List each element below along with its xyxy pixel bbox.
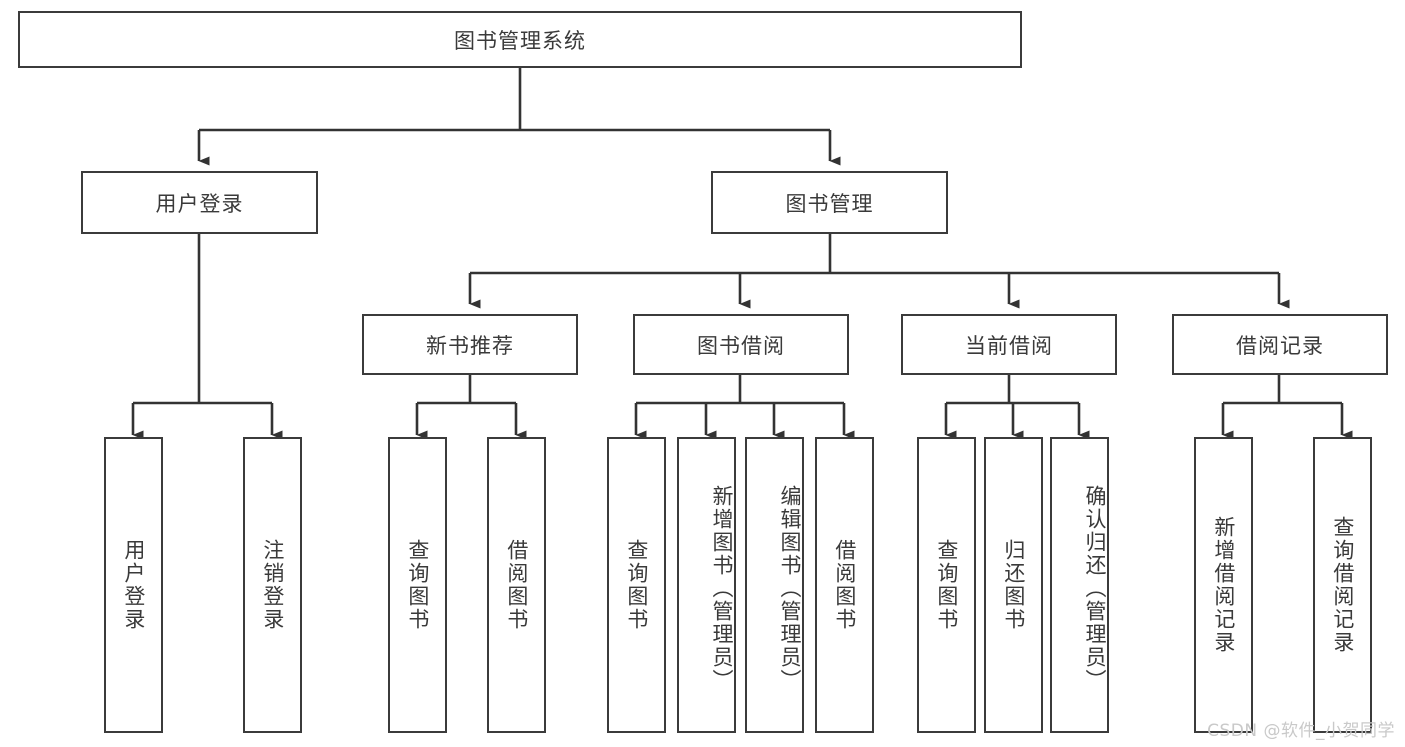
node-current-borrow[interactable]: 当前借阅 bbox=[901, 314, 1117, 375]
leaf-record-query-record[interactable]: 查询借阅记录 bbox=[1313, 437, 1372, 733]
node-label: 新增借阅记录 bbox=[1211, 516, 1236, 654]
node-book-borrow[interactable]: 图书借阅 bbox=[633, 314, 849, 375]
node-label: 查询图书 bbox=[934, 539, 959, 631]
node-label: 查询借阅记录 bbox=[1330, 516, 1355, 654]
leaf-user-login-logout[interactable]: 注销登录 bbox=[243, 437, 302, 733]
node-label: 查询图书 bbox=[405, 539, 430, 631]
leaf-borrow-query-book[interactable]: 查询图书 bbox=[607, 437, 666, 733]
leaf-borrow-add-book-admin[interactable]: 新增图书（管理员） bbox=[677, 437, 736, 733]
node-label: 借阅图书 bbox=[504, 539, 529, 631]
node-label: 确认归还（管理员） bbox=[1083, 484, 1107, 692]
node-label: 编辑图书（管理员） bbox=[778, 484, 802, 692]
node-book-management[interactable]: 图书管理 bbox=[711, 171, 948, 234]
node-label: 新增图书（管理员） bbox=[710, 484, 734, 692]
node-label: 图书管理系统 bbox=[454, 28, 586, 53]
leaf-borrow-borrow-book[interactable]: 借阅图书 bbox=[815, 437, 874, 733]
leaf-recommend-query-book[interactable]: 查询图书 bbox=[388, 437, 447, 733]
leaf-user-login-login[interactable]: 用户登录 bbox=[104, 437, 163, 733]
node-label: 借阅图书 bbox=[832, 539, 857, 631]
leaf-current-return-book[interactable]: 归还图书 bbox=[984, 437, 1043, 733]
leaf-current-query-book[interactable]: 查询图书 bbox=[917, 437, 976, 733]
node-new-book-recommend[interactable]: 新书推荐 bbox=[362, 314, 578, 375]
node-label: 图书借阅 bbox=[697, 333, 785, 358]
node-label: 用户登录 bbox=[121, 539, 146, 631]
node-label: 当前借阅 bbox=[965, 333, 1053, 358]
node-user-login[interactable]: 用户登录 bbox=[81, 171, 318, 234]
node-label: 注销登录 bbox=[260, 539, 285, 631]
leaf-current-confirm-return-admin[interactable]: 确认归还（管理员） bbox=[1050, 437, 1109, 733]
node-label: 图书管理 bbox=[785, 191, 874, 216]
leaf-recommend-borrow-book[interactable]: 借阅图书 bbox=[487, 437, 546, 733]
node-root-book-management-system[interactable]: 图书管理系统 bbox=[18, 11, 1022, 68]
node-label: 新书推荐 bbox=[426, 333, 514, 358]
node-label: 借阅记录 bbox=[1236, 333, 1324, 358]
node-label: 用户登录 bbox=[155, 191, 244, 216]
node-borrow-record[interactable]: 借阅记录 bbox=[1172, 314, 1388, 375]
leaf-borrow-edit-book-admin[interactable]: 编辑图书（管理员） bbox=[745, 437, 804, 733]
watermark: CSDN @软件_小贺同学 bbox=[1207, 721, 1395, 741]
node-label: 查询图书 bbox=[624, 539, 649, 631]
leaf-record-add-record[interactable]: 新增借阅记录 bbox=[1194, 437, 1253, 733]
node-label: 归还图书 bbox=[1001, 539, 1026, 631]
